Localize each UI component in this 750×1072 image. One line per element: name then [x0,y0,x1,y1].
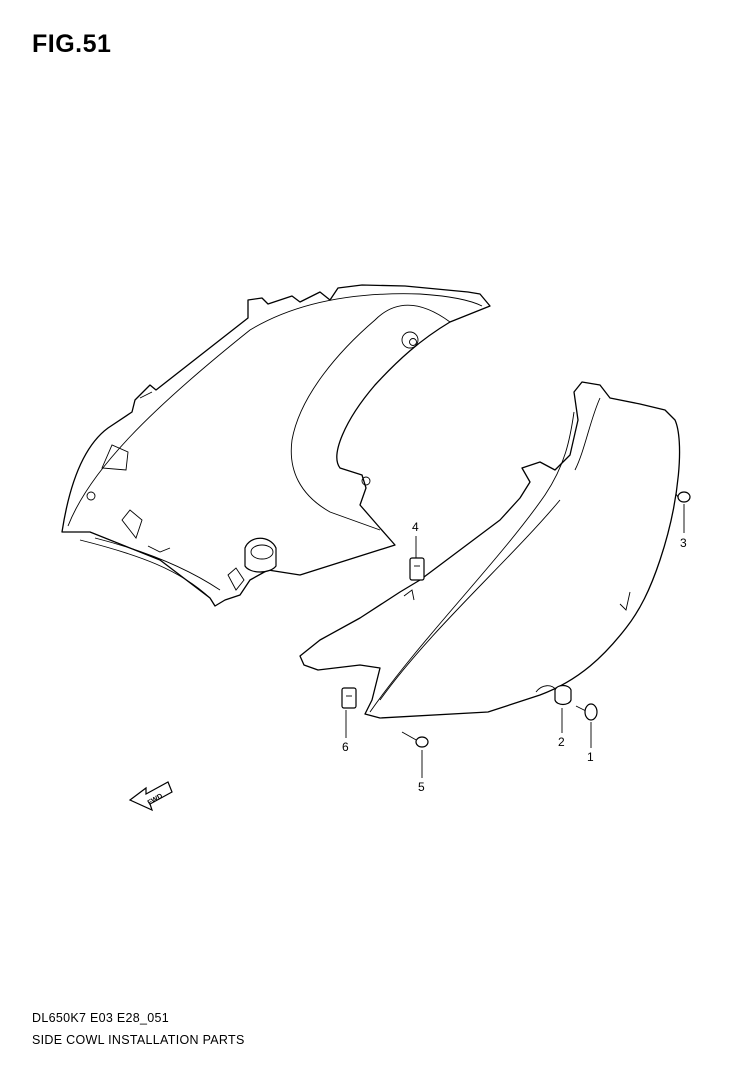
part-5-screw [401,731,429,748]
part-2-grommet [554,684,572,706]
left-side-cowl [61,284,491,607]
callout-4: 4 [412,520,419,534]
part-6-clip-nut [341,687,357,709]
diagram-caption: SIDE COWL INSTALLATION PARTS [32,1033,245,1047]
diagram-code: DL650K7 E03 E28_051 [32,1011,170,1025]
callout-5: 5 [418,780,425,794]
right-side-cowl [299,381,681,719]
part-1-bolt [575,703,598,721]
forward-direction-arrow: FWD [128,781,173,812]
callout-6: 6 [342,740,349,754]
callout-3: 3 [680,536,687,550]
callout-1: 1 [587,750,594,764]
figure-title: FIG.51 [32,30,112,58]
leader-lines [345,504,685,778]
part-3-screw [675,491,691,503]
part-4-clip-nut [409,557,425,581]
callout-2: 2 [558,735,565,749]
